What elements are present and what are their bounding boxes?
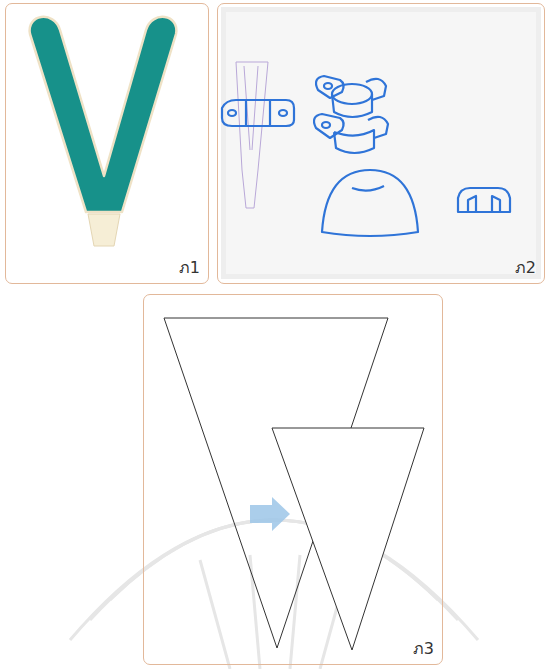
- figure-number: ภ2: [515, 255, 536, 280]
- sketches: [222, 76, 510, 236]
- piping-bag-sketch: [236, 62, 268, 208]
- cone-templates: [164, 318, 424, 650]
- figure-number: ภ3: [413, 636, 434, 661]
- figure-panel: ภ2: [217, 3, 545, 284]
- figure-panel: ภ1: [5, 3, 209, 284]
- figure-panel: ภ3: [143, 294, 443, 665]
- figure-number: ภ1: [179, 255, 200, 280]
- move-arrow: [250, 497, 290, 531]
- paper-sheet: [226, 12, 536, 274]
- watermark-arcs: [70, 520, 478, 669]
- photo-ground: [221, 7, 541, 279]
- v-shape: [30, 17, 177, 246]
